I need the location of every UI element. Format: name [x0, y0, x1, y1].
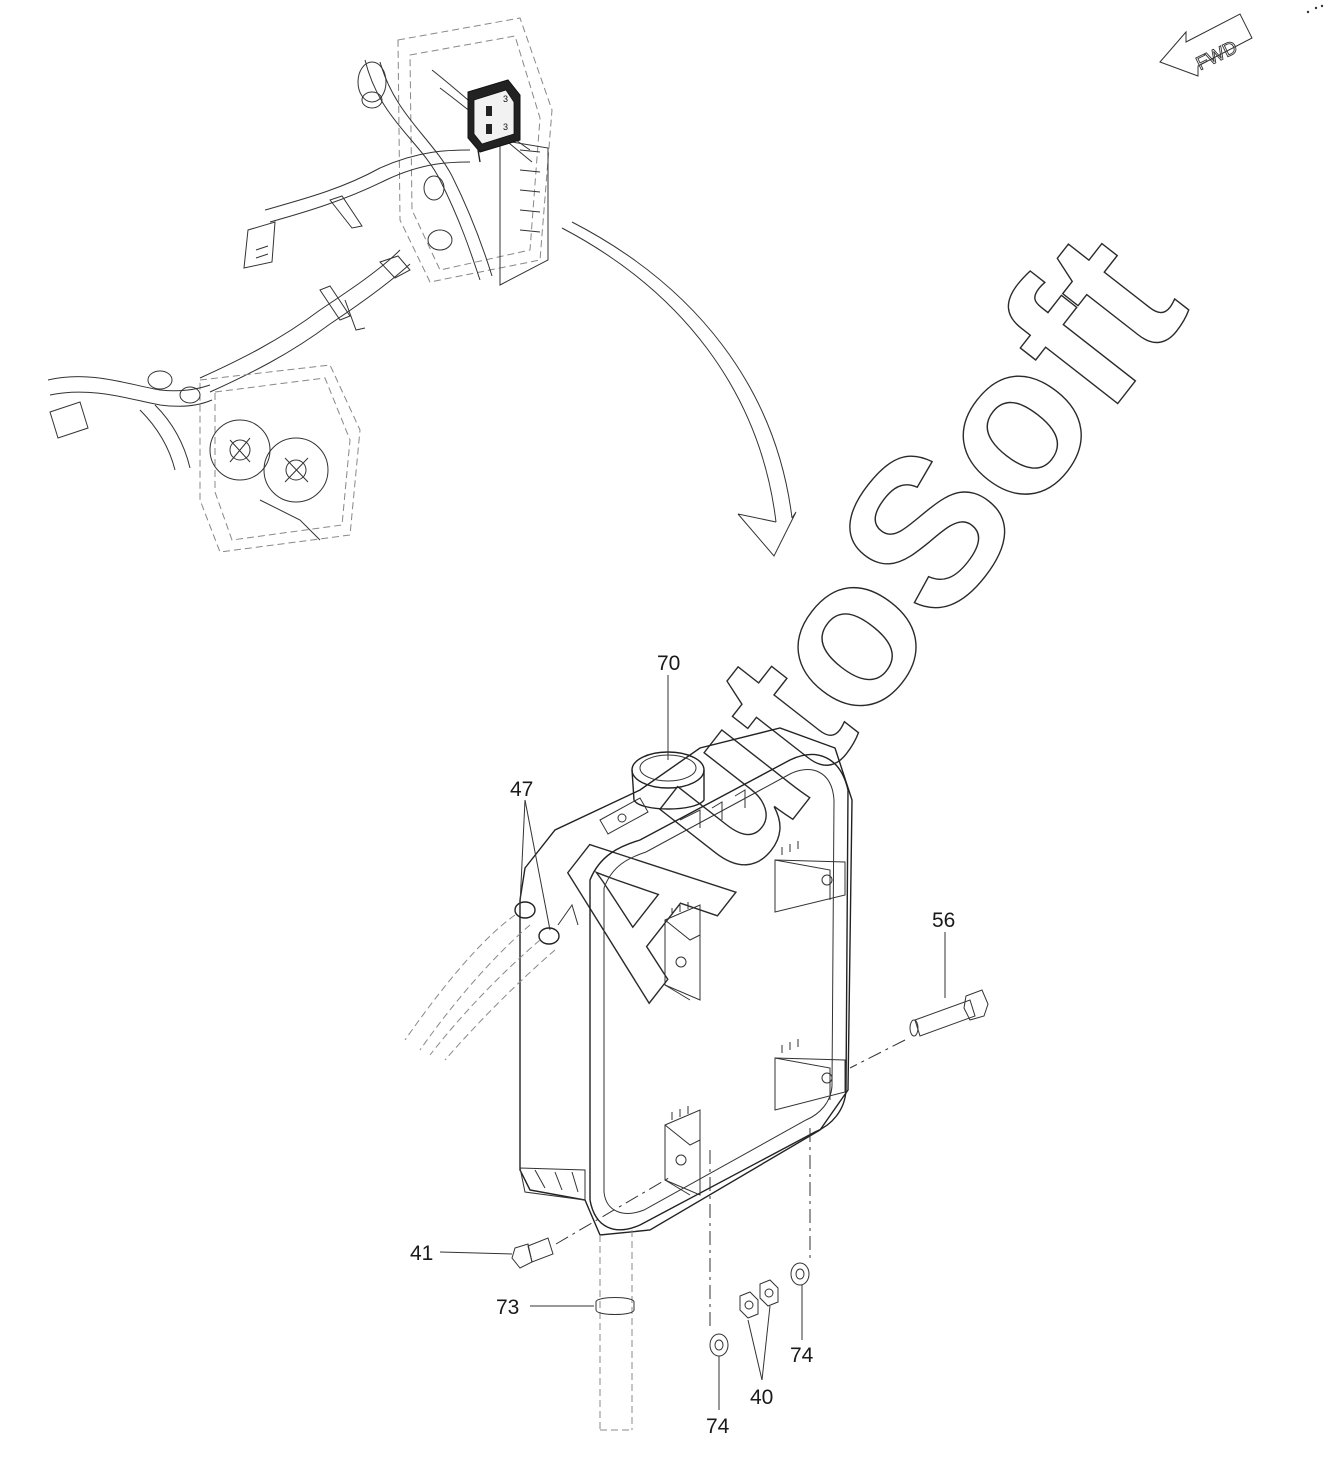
leader-lines [439, 675, 946, 1410]
callout-70: 70 [657, 652, 680, 675]
callout-74-right: 74 [790, 1344, 814, 1367]
outlet-hose [595, 1230, 635, 1431]
nut-40-left [739, 1291, 759, 1319]
fwd-label: FWD [1193, 37, 1241, 75]
callout-74-left: 74 [706, 1415, 730, 1438]
watermark: AutoSoft [496, 192, 1227, 1035]
nut-40-right [759, 1279, 779, 1307]
bolt-41 [511, 1237, 554, 1269]
bolt-41-axis [555, 1175, 673, 1245]
washer-74-right [790, 1262, 810, 1286]
callout-73: 73 [496, 1296, 519, 1319]
callout-41: 41 [410, 1242, 433, 1265]
callout-56: 56 [932, 909, 955, 932]
callout-40: 40 [750, 1386, 773, 1409]
transfer-arrow [561, 221, 797, 557]
bolt-56 [909, 989, 989, 1037]
callout-47: 47 [510, 778, 533, 801]
washer-74-left [709, 1333, 729, 1357]
surge-tank-thumbnail: 3 3 [467, 79, 521, 163]
fwd-arrow-icon: FWD [1159, 4, 1324, 77]
surge-tank [514, 727, 853, 1236]
overview-assembly: 3 3 [47, 17, 553, 553]
svg-text:3: 3 [503, 94, 508, 104]
svg-text:3: 3 [503, 122, 508, 132]
bolt-56-axis [849, 1039, 906, 1069]
overflow-hoses [404, 914, 556, 1061]
